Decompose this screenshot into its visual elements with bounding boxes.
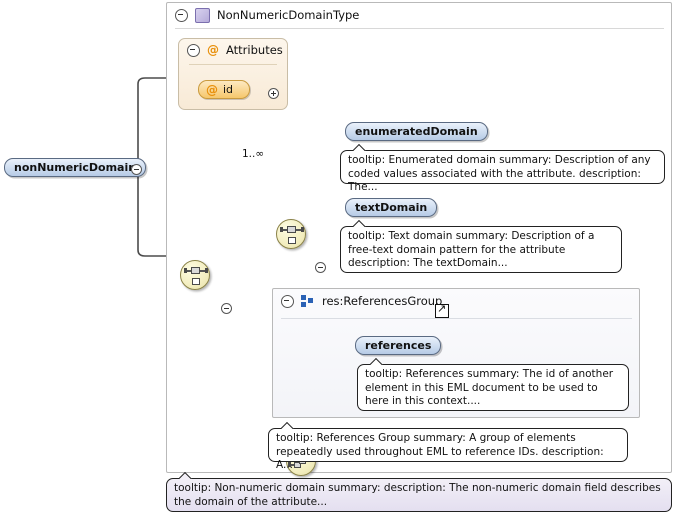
cardinality-label: 1..∞ (242, 148, 264, 160)
tooltip-references-group: tooltip: References Group summary: A gro… (268, 428, 628, 462)
choice-compositor-outer[interactable] (276, 219, 306, 249)
tooltip-text-domain: tooltip: Text domain summary: Descriptio… (340, 226, 622, 273)
header-divider (175, 28, 664, 29)
root-element-nonNumericDomain[interactable]: nonNumericDomain (4, 156, 146, 177)
attributes-title: Attributes (226, 43, 283, 57)
element-references[interactable]: references (355, 334, 441, 355)
element-enumeratedDomain[interactable]: enumeratedDomain (345, 120, 488, 141)
attribute-symbol-icon: @ (207, 44, 219, 56)
attributes-box: @ Attributes (178, 38, 288, 110)
references-group-header: res:ReferencesGroup (273, 289, 639, 313)
element-label[interactable]: references (355, 336, 441, 355)
choice-outer-collapse-toggle[interactable] (315, 262, 326, 273)
choice-compositor-inner[interactable] (180, 260, 210, 290)
complex-type-collapse-toggle[interactable] (175, 9, 188, 22)
complex-type-title: NonNumericDomainType (217, 8, 359, 22)
tooltip-text: tooltip: Text domain summary: Descriptio… (348, 230, 594, 269)
element-textDomain[interactable]: textDomain (345, 196, 437, 217)
complex-type-icon (195, 8, 210, 23)
attributes-header: @ Attributes (179, 39, 287, 61)
complex-type-header: NonNumericDomainType (167, 3, 671, 27)
attribute-pill[interactable]: @ id (198, 80, 250, 99)
group-header-divider (281, 318, 632, 319)
element-label[interactable]: nonNumericDomain (4, 158, 146, 177)
attribute-symbol-icon: @ (206, 84, 218, 96)
attribute-label: id (223, 83, 233, 96)
references-group-title: res:ReferencesGroup (322, 294, 442, 308)
external-link-icon[interactable] (435, 304, 449, 318)
tooltip-references: tooltip: References summary: The id of a… (357, 364, 629, 411)
attributes-collapse-toggle[interactable] (187, 44, 200, 57)
attribute-id[interactable]: @ id (198, 80, 250, 99)
attributes-divider (189, 64, 277, 65)
element-label[interactable]: textDomain (345, 198, 437, 217)
references-group-collapse-toggle[interactable] (281, 295, 294, 308)
root-collapse-toggle[interactable] (131, 164, 142, 175)
element-label[interactable]: enumeratedDomain (345, 122, 488, 141)
choice-inner-collapse-toggle[interactable] (221, 303, 232, 314)
tooltip-text: tooltip: References summary: The id of a… (365, 368, 613, 407)
tooltip-non-numeric-domain: tooltip: Non-numeric domain summary: des… (166, 478, 672, 512)
tooltip-enumerated-domain: tooltip: Enumerated domain summary: Desc… (340, 150, 665, 184)
tooltip-text: tooltip: Non-numeric domain summary: des… (174, 482, 661, 508)
model-group-icon (301, 295, 315, 307)
